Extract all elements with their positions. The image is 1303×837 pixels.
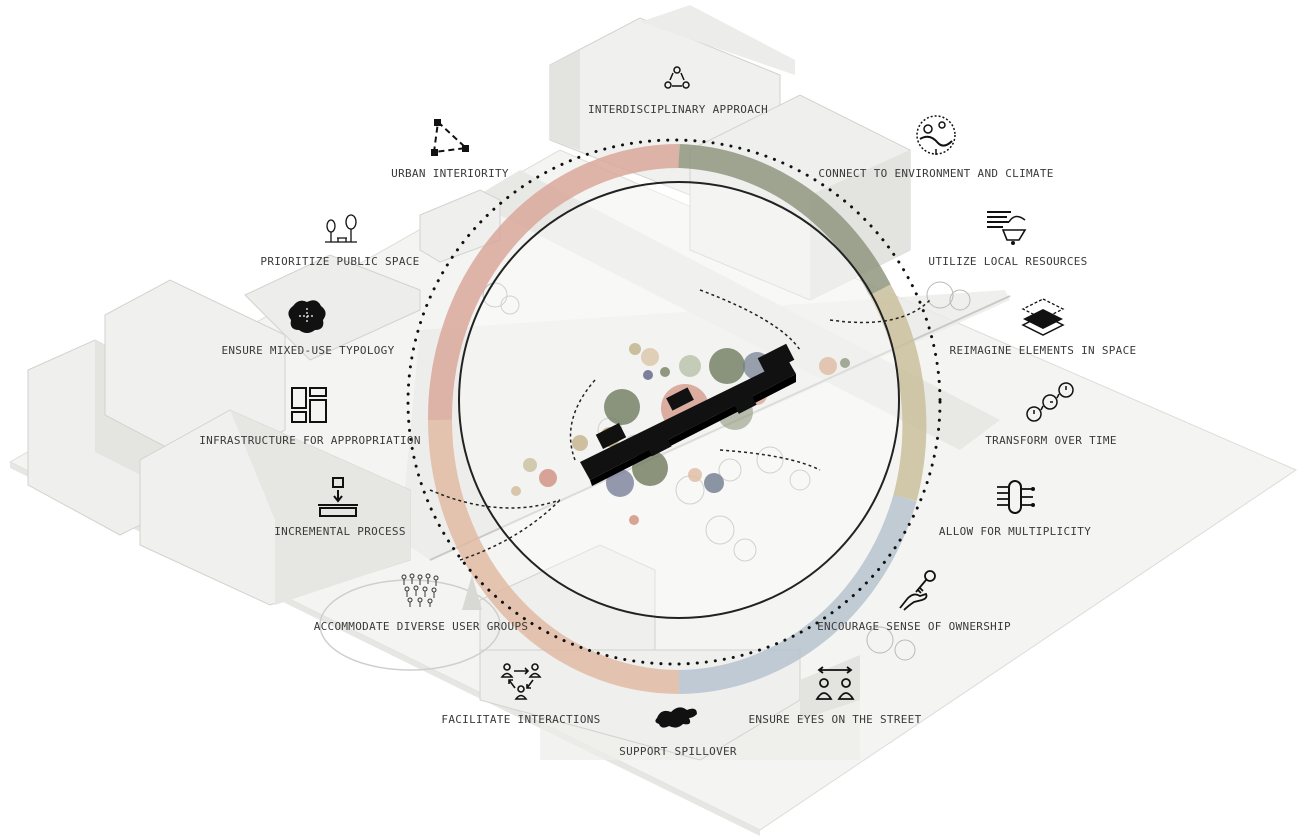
trees-bench-icon [325,214,357,243]
label-facilitate-interactions: FACILITATE INTERACTIONS [441,713,601,726]
label-interdisciplinary-approach: INTERDISCIPLINARY APPROACH [588,103,768,116]
trees [482,281,971,661]
cycle-icon [664,66,690,89]
two-people-icon [815,666,855,700]
triangle-frame-icon [431,119,469,156]
dotted-boundary [406,138,942,666]
stack-arrow-icon [318,477,358,517]
crowd-icon [401,573,439,607]
label-incremental-process: INCREMENTAL PROCESS [274,525,406,538]
ring-segment-khaki [869,284,927,502]
resources-icon [987,211,1027,245]
label-accommodate-diverse-users: ACCOMMODATE DIVERSE USER GROUPS [313,620,529,633]
grid-blocks-icon [291,387,327,423]
principle-ring [427,144,927,694]
label-allow-multiplicity: ALLOW FOR MULTIPLICITY [938,525,1092,538]
label-eyes-on-street: ENSURE EYES ON THE STREET [748,713,922,726]
label-support-spillover: SUPPORT SPILLOVER [619,745,737,758]
ring-segment-rose [427,144,680,421]
label-encourage-ownership: ENCOURAGE SENSE OF OWNERSHIP [817,620,1011,633]
buildings-left [27,189,501,606]
label-ensure-mixed-use: ENSURE MIXED-USE TYPOLOGY [221,344,395,357]
layers-icon [1021,298,1065,336]
multiplicity-icon [997,480,1035,514]
central-structure [580,343,796,486]
label-infrastructure-appropriation: INFRASTRUCTURE FOR APPROPRIATION [199,434,421,447]
ring-segment-olive [678,144,891,296]
label-connect-environment: CONNECT TO ENVIRONMENT AND CLIMATE [818,167,1054,180]
label-utilize-local-resources: UTILIZE LOCAL RESOURCES [928,255,1088,268]
flow-arcs [429,289,931,561]
globe-icon [916,115,956,155]
ring-segment-blue [678,494,917,694]
label-transform-over-time: TRANSFORM OVER TIME [985,434,1117,447]
blob-icon [288,300,326,333]
ring-segment-peach [428,419,680,694]
program-bubbles [511,343,850,525]
label-reimagine-elements: REIMAGINE ELEMENTS IN SPACE [949,344,1137,357]
splash-icon [655,707,697,728]
label-urban-interiority: URBAN INTERIORITY [391,167,509,180]
label-prioritize-public-space: PRIORITIZE PUBLIC SPACE [260,255,420,268]
clocks-icon [1026,382,1074,422]
people-network-icon [500,663,542,700]
plaza [319,575,501,671]
hand-key-icon [899,570,936,611]
